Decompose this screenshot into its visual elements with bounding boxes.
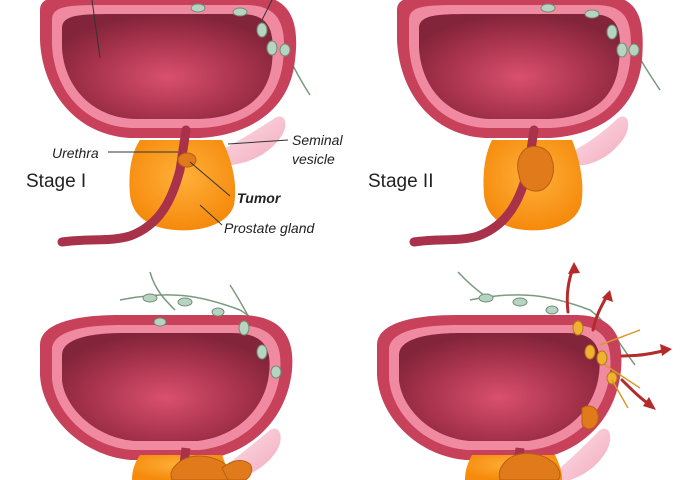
stage-2-label: Stage II [368,171,434,192]
bladder [377,315,622,460]
lymph-nodes [142,293,282,379]
metastatic-nodes [572,320,641,409]
prostate-gland-label: Prostate gland [224,220,315,236]
stage-1-label: Stage I [26,171,86,192]
tumor [517,145,555,192]
panel-stage-1: Urethra Seminal vesicle Tumor Prostate g… [26,0,343,247]
spread-arrowheads [568,262,672,410]
leader-line [227,139,289,145]
seminal-vesicle [570,116,629,166]
leader-line [199,204,223,226]
urethra-label: Urethra [52,145,99,161]
tumor-extension [221,460,253,480]
urethra [57,125,191,247]
tumor-extension [581,405,599,430]
seminal-vesicle-label-line1: Seminal [292,132,343,148]
seminal-vesicle [560,428,611,480]
tumor-label: Tumor [237,190,282,206]
lymph-nodes [190,3,291,57]
leader-line [261,0,273,21]
lymph-vessel [469,294,636,366]
lymph-nodes [478,293,559,315]
panel-stage-4 [377,262,672,480]
bladder [40,0,297,138]
seminal-vesicle-label-line2: vesicle [292,151,335,167]
lymph-vessel [149,271,176,311]
panel-stage-3 [40,271,293,480]
lymph-nodes [540,3,640,58]
bladder [397,0,643,138]
seminal-vesicle [217,116,286,166]
leader-line [91,0,101,59]
urethra [409,125,539,247]
panel-stage-2: Stage II [368,0,661,247]
leader-line [189,161,231,197]
bladder [40,315,293,460]
tumor [498,453,561,480]
prostate-gland [129,140,236,231]
